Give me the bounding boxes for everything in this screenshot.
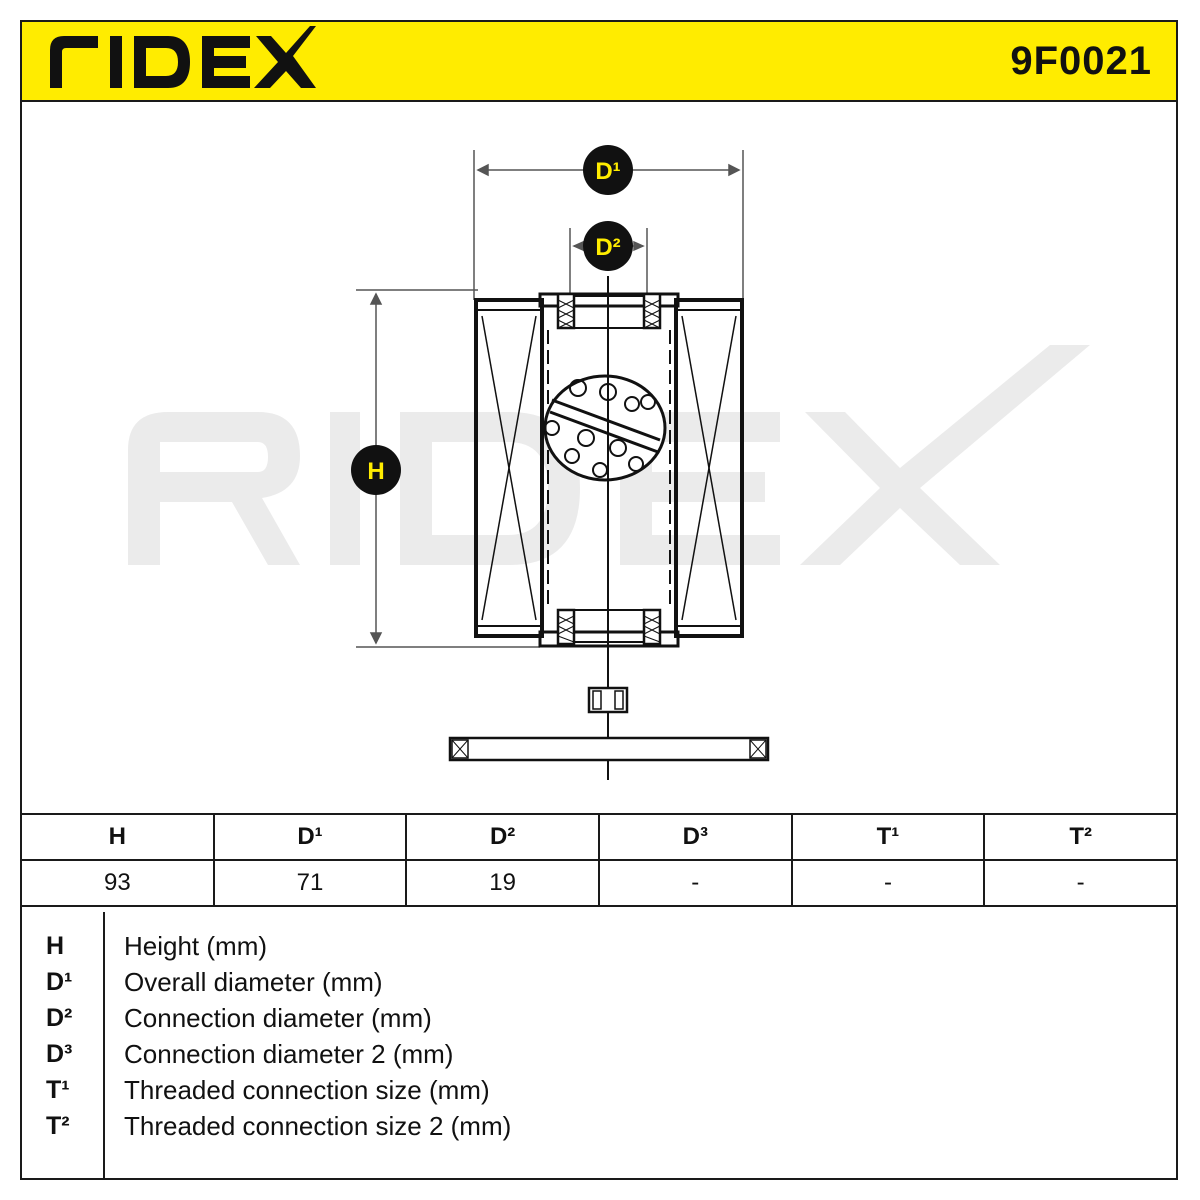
specs-header-d3: D³: [597, 813, 793, 861]
legend: H Height (mm) D¹ Overall diameter (mm) D…: [20, 912, 1178, 1180]
outer-frame: 9F0021: [20, 20, 1178, 1180]
legend-divider: [103, 912, 105, 1180]
legend-row-d3: D³ Connection diameter 2 (mm): [20, 1036, 1178, 1072]
ridex-logo: [50, 26, 316, 88]
specs-value-d3: -: [597, 859, 793, 907]
header-bar: 9F0021: [22, 22, 1176, 102]
part-number: 9F0021: [1010, 39, 1152, 83]
legend-row-d1: D¹ Overall diameter (mm): [20, 964, 1178, 1000]
legend-desc: Threaded connection size (mm): [124, 1075, 490, 1105]
specs-value-h: 93: [20, 859, 215, 907]
specs-value-row: 93 71 19 - - -: [20, 859, 1178, 907]
specs-header-d1: D¹: [212, 813, 408, 861]
legend-key: T¹: [46, 1076, 70, 1104]
specs-header-t2: T²: [983, 813, 1178, 861]
legend-key: D³: [46, 1040, 73, 1068]
legend-desc: Height (mm): [124, 931, 268, 961]
legend-desc: Connection diameter (mm): [124, 1003, 432, 1033]
legend-row-t2: T² Threaded connection size 2 (mm): [20, 1108, 1178, 1144]
legend-row-h: H Height (mm): [20, 928, 1178, 964]
legend-row-d2: D² Connection diameter (mm): [20, 1000, 1178, 1036]
specs-value-t2: -: [983, 859, 1178, 907]
specs-value-t1: -: [790, 859, 986, 907]
legend-desc: Connection diameter 2 (mm): [124, 1039, 454, 1069]
legend-desc: Overall diameter (mm): [124, 967, 383, 997]
specs-value-d2: 19: [405, 859, 600, 907]
specs-header-row: H D¹ D² D³ T¹ T²: [20, 813, 1178, 861]
legend-key: D²: [46, 1004, 73, 1032]
legend-key: T²: [46, 1112, 70, 1140]
legend-key: H: [46, 932, 65, 960]
specs-header-h: H: [20, 813, 215, 861]
legend-row-t1: T¹ Threaded connection size (mm): [20, 1072, 1178, 1108]
specs-table: H D¹ D² D³ T¹ T² 93 71 19 - - -: [20, 813, 1178, 907]
specs-value-d1: 71: [212, 859, 408, 907]
legend-key: D¹: [46, 968, 73, 996]
legend-desc: Threaded connection size 2 (mm): [124, 1111, 512, 1141]
specs-header-t1: T¹: [790, 813, 986, 861]
specs-header-d2: D²: [405, 813, 600, 861]
